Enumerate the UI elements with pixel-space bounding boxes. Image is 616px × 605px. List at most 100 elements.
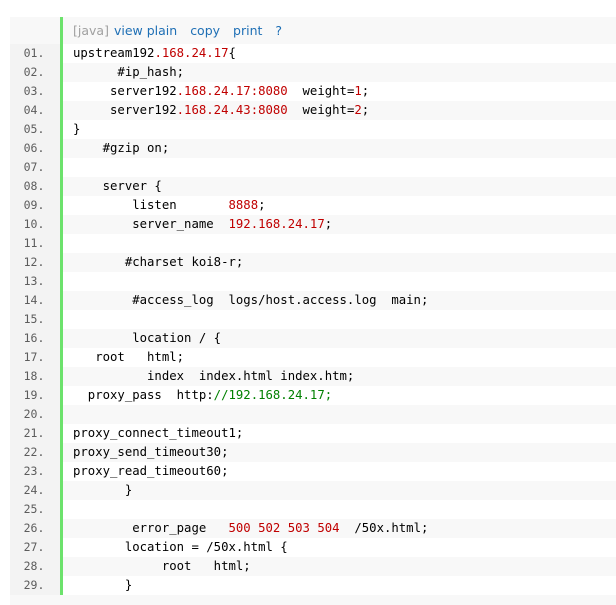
code-literal: 500 502 503 504 <box>228 521 340 535</box>
code-line: 09. listen 8888; <box>10 196 616 215</box>
code-text: server192 <box>73 84 177 98</box>
code-lines: 01.upstream192.168.24.17{02. #ip_hash;03… <box>10 44 616 595</box>
code-literal: 1 <box>354 84 362 98</box>
code-line: 11. <box>10 234 616 253</box>
code-line: 20. <box>10 405 616 424</box>
line-number: 12. <box>10 253 60 272</box>
code-literal: 8888 <box>228 198 259 212</box>
code-literal: 192.168.24.17 <box>228 217 325 231</box>
line-code <box>60 500 616 519</box>
line-code: } <box>60 120 616 139</box>
code-line: 13. <box>10 272 616 291</box>
code-text: proxy_pass http: <box>73 388 214 402</box>
code-text: /50x.html; <box>339 521 429 535</box>
line-number: 11. <box>10 234 60 253</box>
code-text: } <box>73 483 133 497</box>
code-text: proxy_send_timeout30; <box>73 445 229 459</box>
code-literal: .168.24.17 <box>154 46 229 60</box>
line-number: 10. <box>10 215 60 234</box>
line-number: 18. <box>10 367 60 386</box>
code-line: 08. server { <box>10 177 616 196</box>
code-line: 28. root html; <box>10 557 616 576</box>
line-code: index index.html index.htm; <box>60 367 616 386</box>
code-line: 19. proxy_pass http://192.168.24.17; <box>10 386 616 405</box>
line-code: proxy_connect_timeout1; <box>60 424 616 443</box>
line-number: 15. <box>10 310 60 329</box>
line-code <box>60 234 616 253</box>
code-text: location = /50x.html { <box>73 540 288 554</box>
line-number: 04. <box>10 101 60 120</box>
code-line: 23.proxy_read_timeout60; <box>10 462 616 481</box>
code-text: weight= <box>287 84 355 98</box>
line-code: proxy_pass http://192.168.24.17; <box>60 386 616 405</box>
code-toolbar: [java] view plain copy print ? <box>60 17 616 44</box>
code-line: 26. error_page 500 502 503 504 /50x.html… <box>10 519 616 538</box>
code-text: upstream192 <box>73 46 155 60</box>
line-code: server { <box>60 177 616 196</box>
line-number: 28. <box>10 557 60 576</box>
line-number: 29. <box>10 576 60 595</box>
line-code: server_name 192.168.24.17; <box>60 215 616 234</box>
code-literal: 2 <box>354 103 362 117</box>
code-text: weight= <box>287 103 355 117</box>
code-text: } <box>73 578 133 592</box>
copy-link[interactable]: copy <box>190 23 221 38</box>
code-text: location / { <box>73 331 222 345</box>
code-line: 17. root html; <box>10 348 616 367</box>
line-number: 27. <box>10 538 60 557</box>
code-text: server { <box>73 179 162 193</box>
code-line: 01.upstream192.168.24.17{ <box>10 44 616 63</box>
code-block: [java] view plain copy print ? 01.upstre… <box>10 17 616 605</box>
code-text: index index.html index.htm; <box>73 369 355 383</box>
line-number: 24. <box>10 481 60 500</box>
code-literal: .168.24.43:8080 <box>176 103 288 117</box>
line-code: location = /50x.html { <box>60 538 616 557</box>
code-text: root html; <box>73 350 185 364</box>
code-text: { <box>228 46 236 60</box>
print-link[interactable]: print <box>233 23 263 38</box>
code-text: server_name <box>73 217 229 231</box>
line-code: server192.168.24.17:8080 weight=1; <box>60 82 616 101</box>
code-text: #charset koi8-r; <box>73 255 244 269</box>
help-link[interactable]: ? <box>275 23 283 38</box>
line-number: 02. <box>10 63 60 82</box>
line-number: 17. <box>10 348 60 367</box>
line-code: server192.168.24.43:8080 weight=2; <box>60 101 616 120</box>
code-line: 07. <box>10 158 616 177</box>
line-code <box>60 272 616 291</box>
line-code: root html; <box>60 557 616 576</box>
code-text: error_page <box>73 521 229 535</box>
code-line: 21. proxy_connect_timeout1; <box>10 424 616 443</box>
code-line: 10. server_name 192.168.24.17; <box>10 215 616 234</box>
line-code: #gzip on; <box>60 139 616 158</box>
code-line: 15. <box>10 310 616 329</box>
line-number: 26. <box>10 519 60 538</box>
line-code: error_page 500 502 503 504 /50x.html; <box>60 519 616 538</box>
code-text: #ip_hash; <box>73 65 185 79</box>
line-number: 14. <box>10 291 60 310</box>
line-number: 01. <box>10 44 60 63</box>
code-line: 04. server192.168.24.43:8080 weight=2; <box>10 101 616 120</box>
line-code: } <box>60 481 616 500</box>
code-line: 18. index index.html index.htm; <box>10 367 616 386</box>
line-number: 16. <box>10 329 60 348</box>
code-line: 14. #access_log logs/host.access.log mai… <box>10 291 616 310</box>
line-number: 21. <box>10 424 60 443</box>
view-plain-link[interactable]: view plain <box>113 23 178 38</box>
code-line: 25. <box>10 500 616 519</box>
code-line: 12. #charset koi8-r; <box>10 253 616 272</box>
line-number: 19. <box>10 386 60 405</box>
line-code: proxy_read_timeout60; <box>60 462 616 481</box>
code-line: 16. location / { <box>10 329 616 348</box>
line-code: upstream192.168.24.17{ <box>60 44 616 63</box>
line-code <box>60 158 616 177</box>
line-number: 09. <box>10 196 60 215</box>
code-text: #gzip on; <box>73 141 170 155</box>
code-line: 02. #ip_hash; <box>10 63 616 82</box>
code-text: #access_log logs/host.access.log main; <box>73 293 429 307</box>
code-text: root html; <box>73 559 251 573</box>
code-text: proxy_connect_timeout1; <box>73 426 244 440</box>
code-line: 29. } <box>10 576 616 595</box>
line-number: 13. <box>10 272 60 291</box>
line-code: root html; <box>60 348 616 367</box>
